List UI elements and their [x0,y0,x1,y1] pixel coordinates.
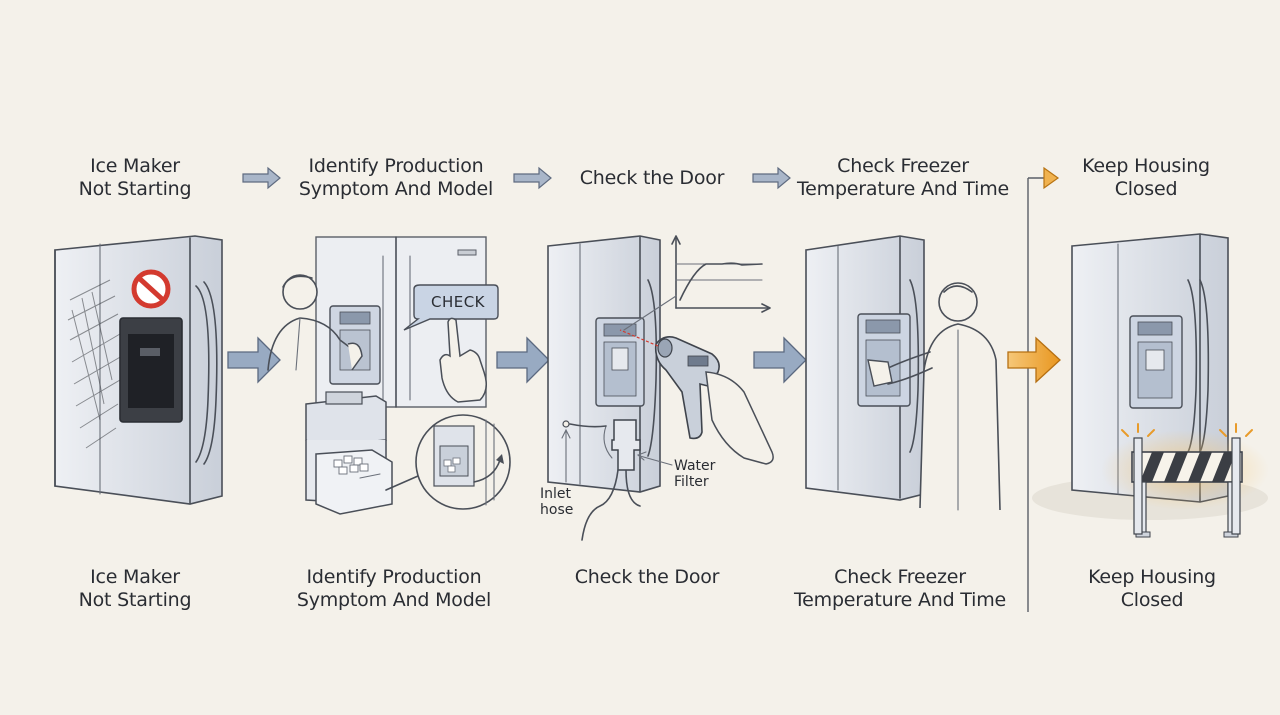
pointing-hand-icon [439,317,487,403]
step-2-bottom-label: Identify Production Symptom And Model [296,566,492,611]
check-bubble-text: CHECK [431,293,486,311]
water-filter-icon [562,419,641,541]
no-entry-icon [131,269,171,309]
barrier-icon [1101,423,1269,538]
step-1-top-label: Ice Maker Not Starting [78,155,192,200]
top-accent-arrow-icon [1043,166,1060,190]
divider-line [1027,166,1060,612]
step-3-bottom-label: Check the Door [574,566,720,588]
inlet-hose-text: Inlet hose [540,486,574,518]
freezer-temperature-scene [805,235,1001,511]
thermometer-gun-icon [619,329,720,440]
step-1-bottom-label: Ice Maker Not Starting [78,566,192,611]
flow-arrow-icon-1 [227,336,281,384]
step-3-top-label: Check the Door [579,167,725,189]
housing-closed-scene [1032,233,1269,538]
identify-model-scene: CHECK [267,236,511,515]
check-door-scene [547,235,774,541]
step-5-bottom-label: Keep Housing Closed [1088,566,1216,611]
step-2-top-label: Identify Production Symptom And Model [298,155,494,200]
temperature-graph-icon [671,235,771,313]
water-filter-text: Water Filter [674,458,716,490]
step-4-top-label: Check Freezer Temperature And Time [796,155,1010,200]
flow-arrow-icon-2 [496,336,550,384]
ice-bin-machine [305,391,393,515]
check-callout: CHECK [403,284,499,331]
flow-arrow-icon-3 [753,336,807,384]
top-flow-arrow-1 [242,166,281,190]
fridge-not-starting [54,235,223,505]
hand-icon [705,371,774,465]
step-5-top-label: Keep Housing Closed [1082,155,1210,200]
top-flow-arrow-3 [752,166,791,190]
zoom-detail-circle [385,414,511,510]
top-flow-arrow-2 [513,166,552,190]
accent-flow-arrow-icon [1007,336,1061,384]
step-4-bottom-label: Check Freezer Temperature And Time [793,566,1007,611]
